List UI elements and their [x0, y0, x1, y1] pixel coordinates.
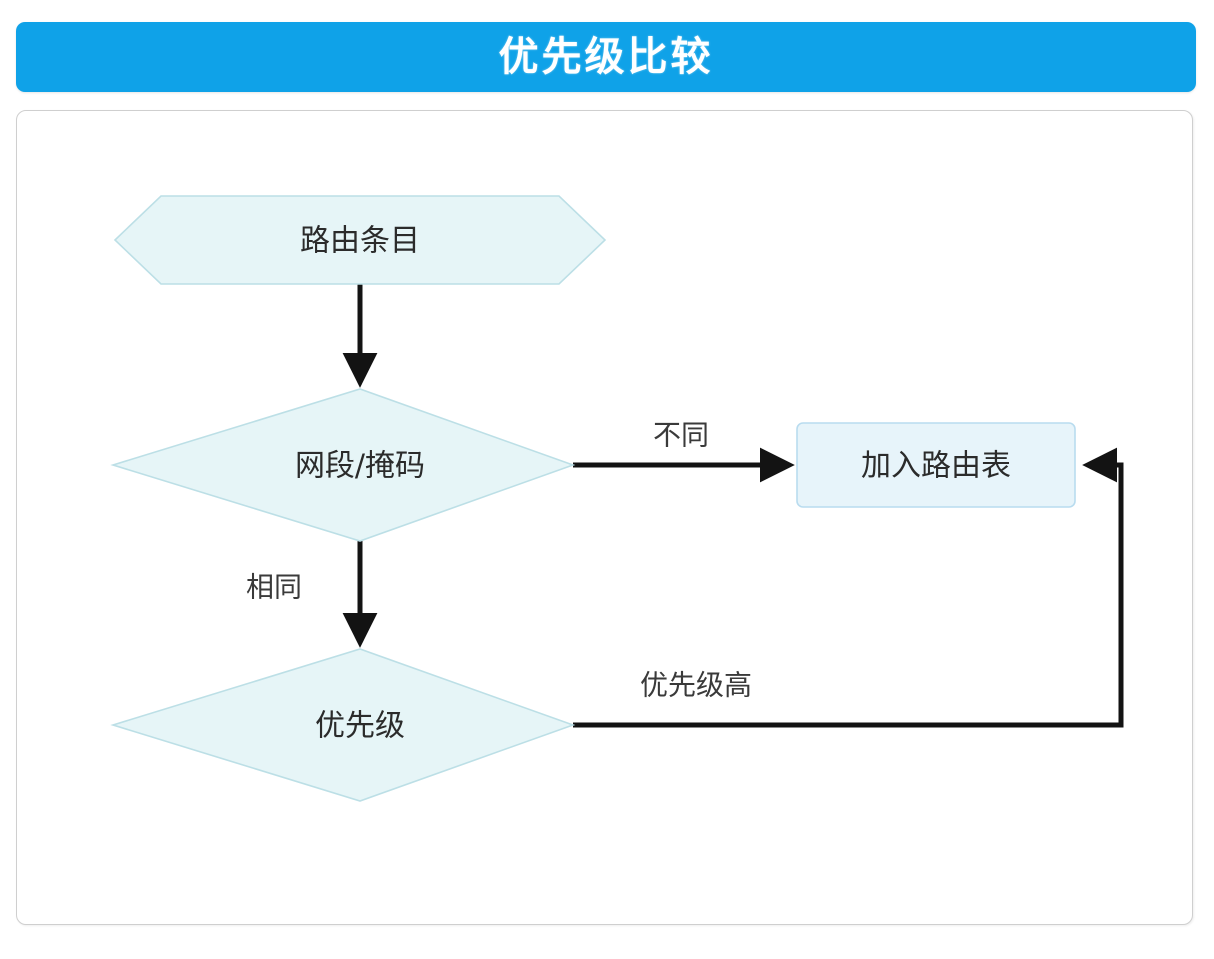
node-add-to-table-label: 加入路由表 [861, 449, 1011, 484]
node-network-mask[interactable]: 网段/掩码 [110, 388, 576, 542]
edge-label-same: 相同 [246, 571, 302, 604]
edge-mask-different: 不同 [573, 419, 795, 483]
page-title: 优先级比较 [498, 34, 714, 80]
node-network-mask-label: 网段/掩码 [295, 449, 425, 484]
node-add-to-table[interactable]: 加入路由表 [796, 422, 1076, 508]
flowchart-canvas: 不同 相同 优先级高 路由条目 网段/掩码 优先级 [110, 195, 1124, 802]
title-banner: 优先级比较 [16, 22, 1196, 92]
node-priority-label: 优先级 [315, 709, 405, 744]
node-priority[interactable]: 优先级 [110, 648, 576, 802]
edge-mask-same: 相同 [246, 541, 378, 648]
node-route-entry-label: 路由条目 [300, 224, 420, 259]
node-route-entry[interactable]: 路由条目 [113, 195, 607, 285]
edge-label-different: 不同 [653, 419, 709, 452]
edge-label-priority-high: 优先级高 [640, 669, 752, 702]
edge-priority-high: 优先级高 [573, 447, 1124, 728]
